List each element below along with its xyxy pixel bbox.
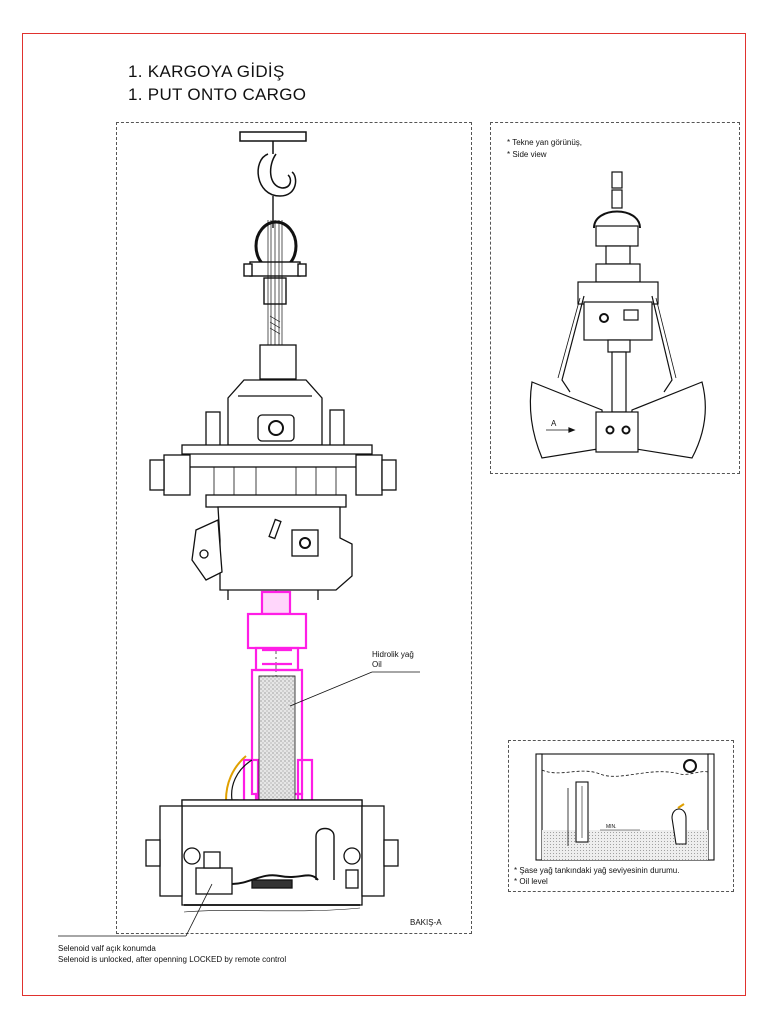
grab-head bbox=[149, 344, 397, 600]
solenoid-note-en: Selenoid is unlocked, after openning LOC… bbox=[58, 955, 287, 964]
side-view-note-en: * Side view bbox=[507, 150, 547, 159]
min-level-mark: MIN. bbox=[606, 824, 617, 830]
title-english: 1. PUT ONTO CARGO bbox=[128, 85, 307, 104]
oil-tank bbox=[535, 753, 715, 861]
side-view-panel bbox=[490, 122, 740, 474]
base-chassis bbox=[145, 799, 399, 913]
view-label-bakis-a: BAKIŞ-A bbox=[410, 918, 442, 927]
main-view-panel bbox=[116, 122, 472, 934]
drawing-frame bbox=[22, 33, 746, 996]
oil-label-en: Oil bbox=[372, 660, 382, 669]
oil-leader bbox=[289, 671, 420, 707]
oil-label-tr: Hidrolik yağ bbox=[372, 650, 414, 659]
tank-view-panel bbox=[508, 740, 734, 892]
side-view-grab bbox=[529, 171, 706, 459]
tank-caption-tr: * Şase yağ tankındaki yağ seviyesinin du… bbox=[514, 866, 680, 875]
crane-hook bbox=[239, 131, 307, 197]
tank-caption-en: * Oil level bbox=[514, 877, 548, 886]
solenoid-note-tr: Selenoid valf açık konumda bbox=[58, 944, 156, 953]
view-marker-a: A bbox=[551, 419, 557, 428]
side-view-note-tr: * Tekne yan görünüş, bbox=[507, 138, 583, 147]
title-turkish: 1. KARGOYA GİDİŞ bbox=[128, 62, 285, 81]
solenoid-leader bbox=[58, 883, 213, 937]
